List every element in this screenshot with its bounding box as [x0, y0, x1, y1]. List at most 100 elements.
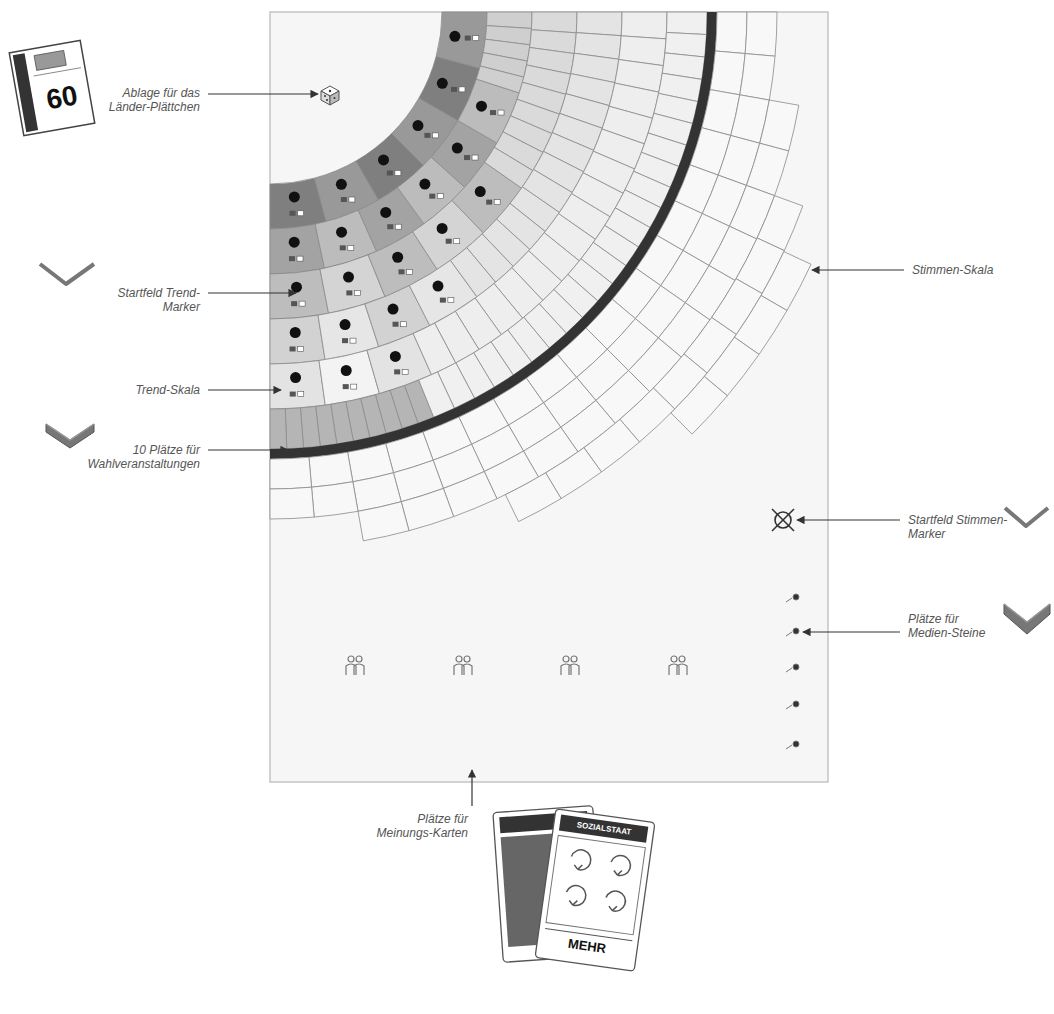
leader-line [812, 269, 904, 270]
figure-icon [407, 269, 413, 274]
event-ring-cell [419, 372, 455, 417]
leader-line [803, 631, 900, 632]
number-dot [290, 372, 301, 383]
vote-cell [740, 54, 775, 100]
game-board [270, 12, 828, 782]
event-place [270, 409, 287, 449]
number-dot [380, 207, 391, 218]
trend-small-cell [576, 12, 622, 36]
vote-cell [312, 482, 358, 517]
figure-icon [340, 245, 346, 250]
media-spots [786, 594, 799, 749]
trend-cell [270, 361, 325, 409]
vote-cell [760, 100, 799, 151]
chevron-block-icon [46, 424, 94, 448]
figure-icon [486, 200, 492, 205]
vote-cell [401, 488, 453, 530]
number-dot [412, 120, 423, 131]
figure-icon [451, 87, 457, 92]
figure-icon [393, 322, 399, 327]
number-dot [378, 154, 389, 165]
target-icon [772, 509, 794, 531]
figure-icon [490, 110, 496, 115]
leader-line [797, 519, 900, 520]
leader-line [208, 389, 281, 390]
callout-label: Ablage für das Länder-Plättchen [90, 86, 200, 114]
number-dot [392, 252, 403, 263]
leader-line [208, 93, 318, 94]
figure-icon [498, 110, 504, 115]
figure-icon [298, 211, 304, 216]
trend-small-cell [531, 12, 577, 33]
vote-cell [270, 457, 312, 489]
callout-label: Trend-Skala [90, 383, 200, 397]
event-ring-cell [666, 12, 707, 35]
number-dot [452, 143, 463, 154]
figure-icon [341, 197, 347, 202]
number-dot [343, 272, 354, 283]
figure-icon [446, 239, 452, 244]
number-dot [336, 227, 347, 238]
figure-icon [289, 256, 295, 261]
figure-icon [351, 384, 357, 389]
number-dot [289, 237, 300, 248]
figure-icon [346, 290, 352, 295]
figure-icon [395, 224, 401, 229]
people-icon [346, 656, 364, 675]
number-dot [475, 186, 486, 197]
figure-icon [297, 256, 303, 261]
vote-cell [270, 487, 314, 519]
number-dot [289, 191, 300, 202]
figure-icon [343, 384, 349, 389]
people-icon [561, 656, 579, 675]
figure-icon [448, 298, 454, 303]
figure-icon [291, 301, 297, 306]
leader-line [208, 292, 296, 293]
number-dot [449, 31, 460, 42]
figure-icon [349, 197, 355, 202]
tile-value: 60 [44, 82, 80, 115]
figure-icon [394, 369, 400, 374]
people-icon [669, 656, 687, 675]
chevron-block-icon [1004, 604, 1050, 634]
number-dot [291, 282, 302, 293]
number-dot [476, 101, 487, 112]
figure-icon [298, 346, 304, 351]
figure-icon [354, 290, 360, 295]
trend-small-cell [476, 66, 523, 93]
vote-cell [715, 12, 747, 54]
number-dot [290, 327, 301, 338]
callout-label: Stimmen-Skala [912, 263, 1032, 277]
callout-label: Startfeld Trend-Marker [115, 286, 200, 314]
separator-band [270, 12, 717, 459]
figure-icon [432, 133, 438, 138]
figure-icon [429, 194, 435, 199]
number-dot [340, 319, 351, 330]
number-dot [437, 78, 448, 89]
figure-icon [387, 170, 393, 175]
vote-cell [505, 473, 561, 522]
figure-icon [290, 211, 296, 216]
callout-label: Plätze für Meinungs-Karten [363, 812, 468, 840]
chevron-icon [40, 264, 94, 284]
figure-icon [454, 239, 460, 244]
figure-icon [459, 87, 465, 92]
figure-icon [464, 155, 470, 160]
trend-cell [270, 269, 329, 319]
number-dot [432, 281, 443, 292]
number-dot [390, 351, 401, 362]
number-dot [341, 365, 352, 376]
trend-cell [270, 315, 325, 364]
figure-icon [401, 322, 407, 327]
number-dot [336, 179, 347, 190]
chevron-icon [1005, 508, 1048, 526]
figure-icon [348, 245, 354, 250]
vote-cell [309, 452, 353, 487]
vote-cell [745, 12, 777, 56]
leader-line [208, 449, 288, 450]
figure-icon [424, 133, 430, 138]
board-rings [270, 12, 811, 541]
trend-cell [436, 12, 487, 68]
figure-icon [399, 269, 405, 274]
